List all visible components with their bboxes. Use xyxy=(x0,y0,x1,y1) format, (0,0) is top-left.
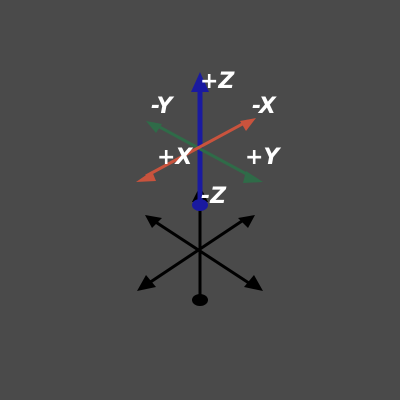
gizmo-shadow xyxy=(137,186,263,306)
x-positive-arrowhead[interactable] xyxy=(136,171,156,182)
shadow-axis-diagonal-b xyxy=(142,217,246,289)
label-pos-x[interactable]: +X xyxy=(157,145,193,170)
shadow-arrowhead-bottom xyxy=(192,294,208,306)
shadow-arrowhead-top-left xyxy=(145,215,162,228)
z-positive-arrowhead[interactable] xyxy=(191,72,209,92)
label-pos-z[interactable]: +Z xyxy=(200,69,235,94)
shadow-arrowhead-top-right xyxy=(238,215,255,228)
label-neg-y[interactable]: -Y xyxy=(151,94,174,119)
y-negative-arrowhead[interactable] xyxy=(146,121,162,133)
z-negative-arrowhead[interactable] xyxy=(192,199,208,211)
shadow-arrowhead-bottom-left xyxy=(137,275,156,291)
y-positive-arrowhead[interactable] xyxy=(243,171,263,183)
shadow-arrowhead-bottom-right xyxy=(244,275,263,291)
gizmo-axes xyxy=(136,72,263,211)
x-axis-line xyxy=(145,119,249,178)
label-neg-z[interactable]: -Z xyxy=(201,184,227,209)
shadow-axis-diagonal-a xyxy=(150,217,256,289)
y-axis-line xyxy=(153,122,253,179)
label-neg-x[interactable]: -X xyxy=(252,94,277,119)
x-negative-arrowhead[interactable] xyxy=(240,118,256,131)
label-pos-y[interactable]: +Y xyxy=(245,145,281,170)
